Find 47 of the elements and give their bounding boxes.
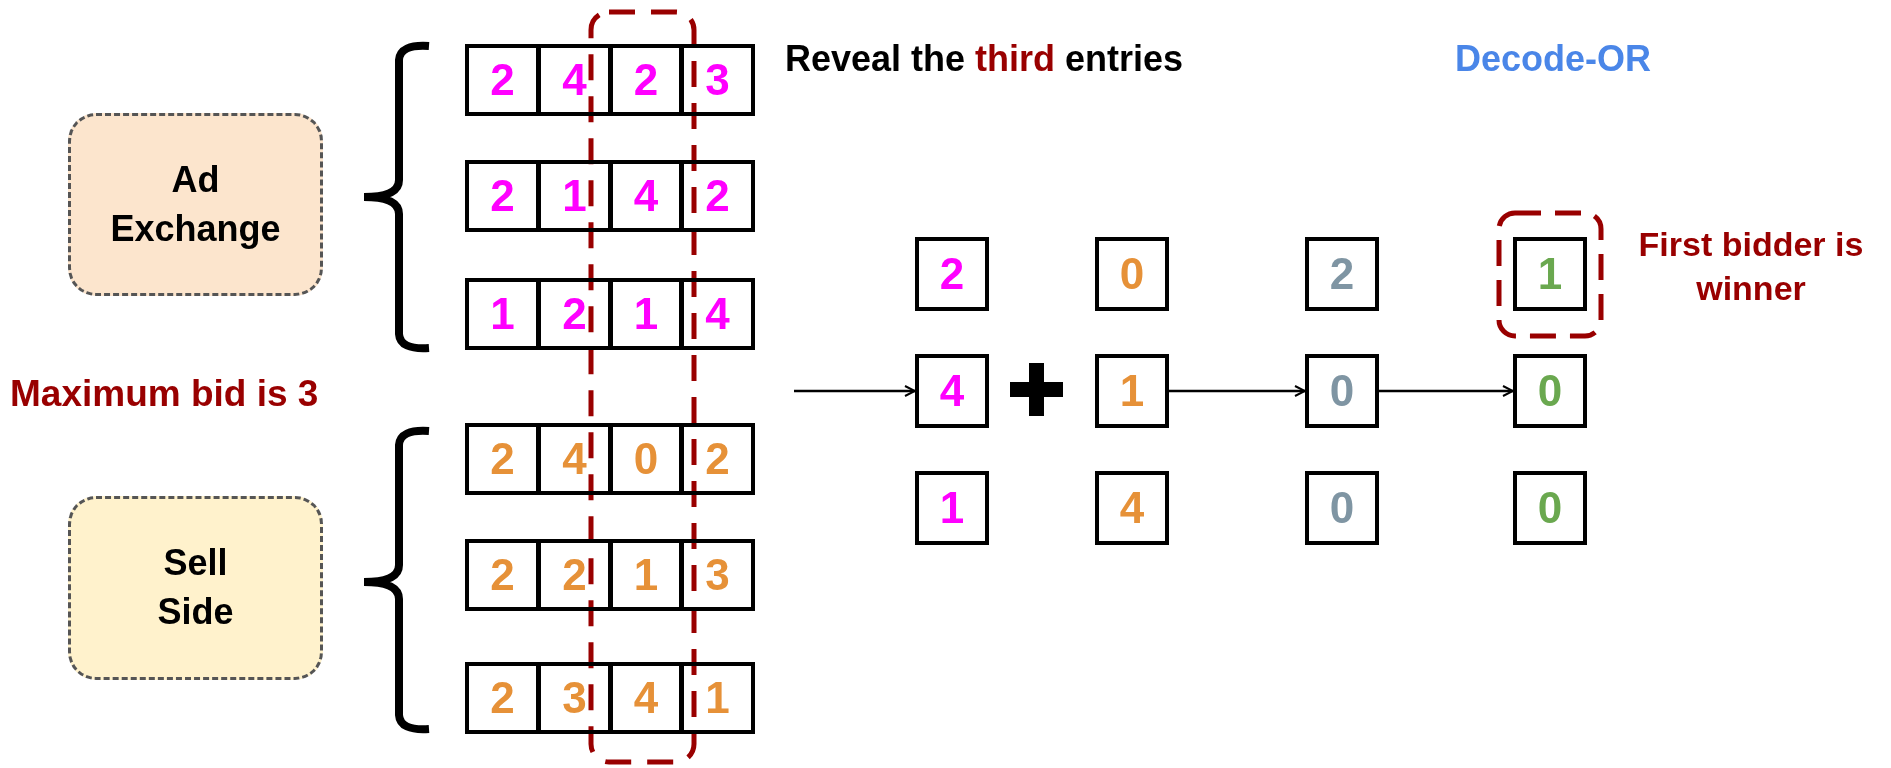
- arrow: [1379, 385, 1514, 397]
- number-cell: 4: [609, 160, 683, 232]
- number-cell: 2: [680, 423, 755, 495]
- number-cell: 4: [915, 354, 989, 428]
- group-box: Ad Exchange: [68, 113, 323, 296]
- highlight-word: third: [975, 37, 1056, 81]
- number-cell: 3: [537, 662, 612, 734]
- number-cell: 1: [609, 278, 683, 350]
- method-title: Decode-OR: [1455, 37, 1652, 81]
- number-cell: 4: [537, 44, 612, 116]
- number-cell: 2: [537, 278, 612, 350]
- number-cell: 1: [915, 471, 989, 545]
- number-cell: 4: [680, 278, 755, 350]
- number-cell: 2: [537, 539, 612, 611]
- number-cell: 2: [609, 44, 683, 116]
- number-cell: 0: [1513, 354, 1587, 428]
- group-box: Sell Side: [68, 496, 323, 680]
- arrow: [794, 385, 916, 397]
- annotation-text: Maximum bid is 3: [10, 372, 319, 416]
- number-cell: 1: [465, 278, 540, 350]
- number-cell: 1: [537, 160, 612, 232]
- number-cell: 2: [465, 44, 540, 116]
- heading-text: Reveal the: [785, 37, 966, 81]
- number-cell: 2: [915, 237, 989, 311]
- number-cell: 2: [465, 539, 540, 611]
- number-cell: 1: [609, 539, 683, 611]
- number-cell: 0: [1305, 471, 1379, 545]
- number-cell: 2: [1305, 237, 1379, 311]
- number-cell: 2: [680, 160, 755, 232]
- number-cell: 4: [609, 662, 683, 734]
- number-cell: 4: [537, 423, 612, 495]
- annotation-text: First bidder is winner: [1637, 224, 1865, 310]
- number-cell: 3: [680, 44, 755, 116]
- number-cell: 3: [680, 539, 755, 611]
- number-cell: 1: [1513, 237, 1587, 311]
- number-cell: 4: [1095, 471, 1169, 545]
- heading-text: entries: [1065, 37, 1184, 81]
- number-cell: 1: [1095, 354, 1169, 428]
- number-cell: 0: [1095, 237, 1169, 311]
- number-cell: 1: [680, 662, 755, 734]
- number-cell: 0: [1305, 354, 1379, 428]
- number-cell: 2: [465, 423, 540, 495]
- number-cell: 0: [609, 423, 683, 495]
- number-cell: 0: [1513, 471, 1587, 545]
- arrow: [1169, 385, 1306, 397]
- number-cell: 2: [465, 662, 540, 734]
- number-cell: 2: [465, 160, 540, 232]
